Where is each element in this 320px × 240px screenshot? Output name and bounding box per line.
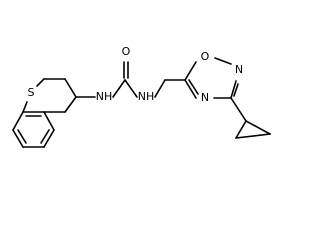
nh-left-label: NH xyxy=(96,90,113,103)
oxadiazole-ring xyxy=(184,57,239,99)
ring-oxygen-label: O xyxy=(201,50,210,63)
molecule-diagram: S O NH NH O N N xyxy=(12,45,271,148)
ring-nitrogen-top-label: N xyxy=(235,63,243,76)
carbonyl-oxygen-label: O xyxy=(122,45,131,58)
nh-right-label: NH xyxy=(138,90,155,103)
urea-linker xyxy=(75,61,186,98)
thiochromane-ring xyxy=(22,78,77,113)
benzene-ring xyxy=(12,111,55,148)
molecule-structure: S O NH NH O N N xyxy=(12,45,271,148)
sulfur-atom-label: S xyxy=(28,86,35,99)
cyclopropyl-group xyxy=(230,97,271,139)
ring-nitrogen-bottom-label: N xyxy=(201,91,209,104)
